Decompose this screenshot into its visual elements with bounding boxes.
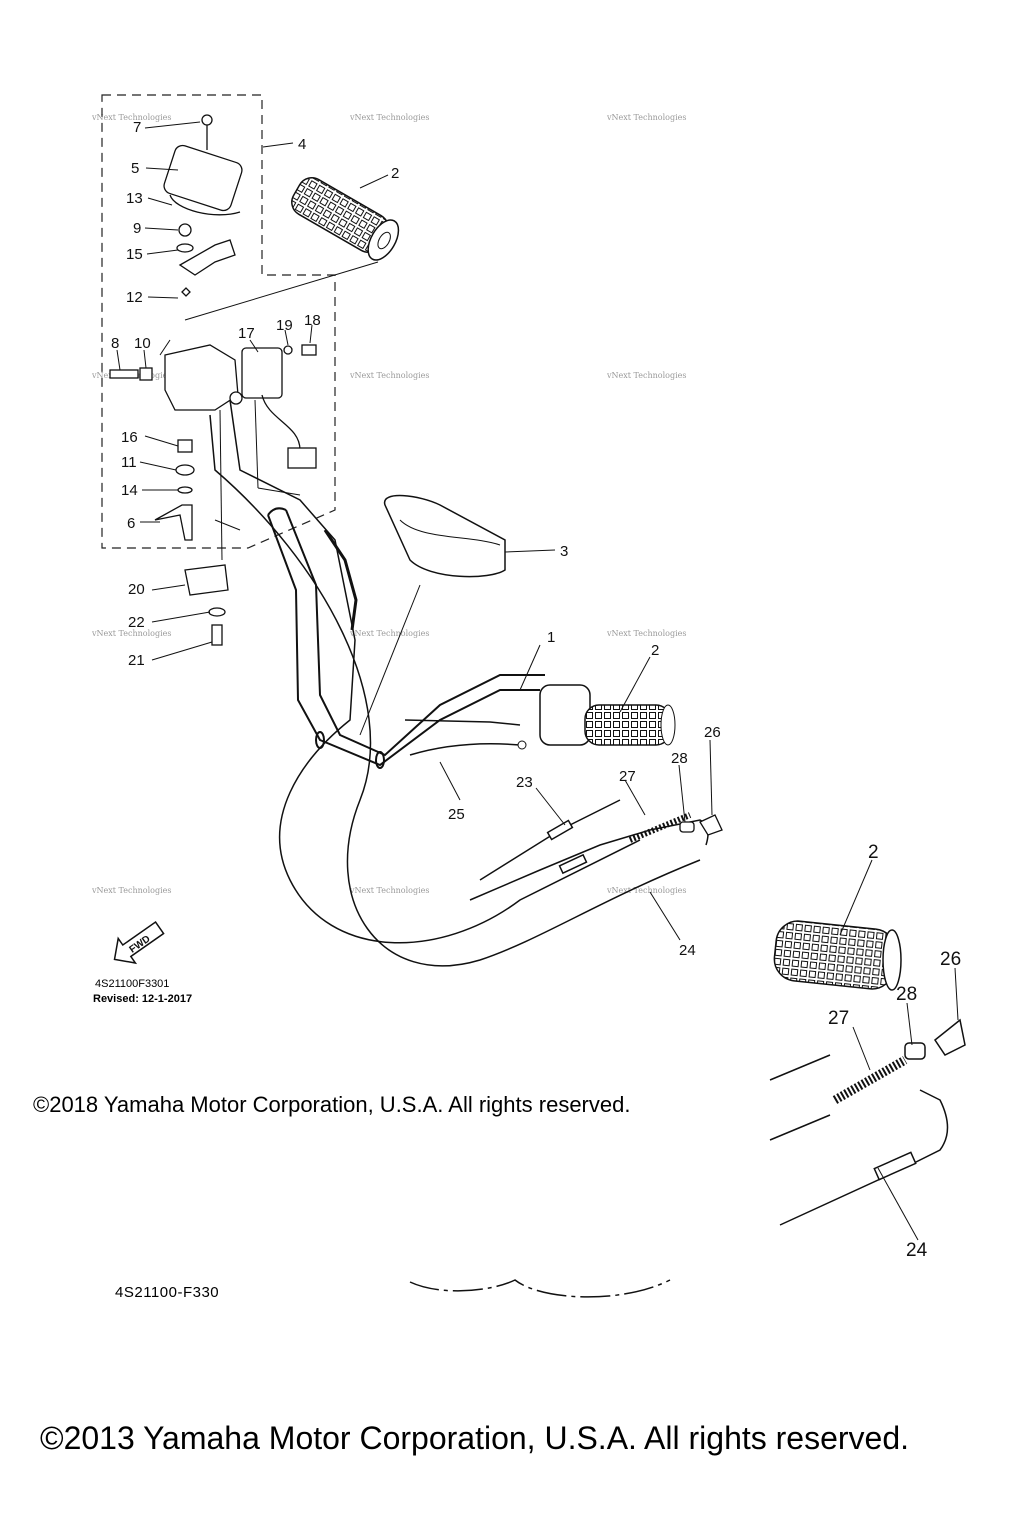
cable-end-25 (409, 743, 521, 756)
reference-code-2: 4S21100-F330 (115, 1284, 220, 1301)
callout-9: 9 (133, 220, 141, 237)
callout-17: 17 (238, 325, 255, 342)
watermark: vNext Technologies (349, 886, 429, 895)
watermark: vNext Technologies (606, 629, 686, 638)
brake-cable (404, 719, 521, 726)
adjuster-parts (628, 812, 723, 843)
callout-22: 22 (128, 614, 145, 631)
callout-7: 7 (133, 119, 141, 136)
detail-callout-26: 26 (940, 949, 961, 970)
watermark: vNext Technologies (349, 113, 429, 122)
watermark: vNext Technologies (91, 629, 171, 638)
detail-callouts: 2 26 28 27 24 (828, 842, 961, 1261)
copyright-2013: ©2013 Yamaha Motor Corporation, U.S.A. A… (40, 1420, 910, 1456)
detail-callout-24: 24 (906, 1240, 928, 1261)
switch-assembly (109, 114, 317, 646)
callout-25: 25 (448, 806, 465, 823)
detail-callout-2: 2 (868, 842, 879, 863)
callout-23: 23 (516, 774, 533, 791)
callout-16: 16 (121, 429, 138, 446)
watermark: vNext Technologies (606, 371, 686, 380)
callout-8: 8 (111, 335, 119, 352)
callout-18: 18 (304, 312, 321, 329)
detail-callout-28: 28 (896, 984, 917, 1005)
callout-2: 2 (651, 642, 659, 659)
leader-lines (116, 121, 959, 1241)
fwd-arrow-icon: FWD (113, 921, 165, 965)
detail-callout-27: 27 (828, 1008, 849, 1029)
callout-1: 1 (547, 629, 555, 646)
watermark: vNext Technologies (349, 629, 429, 638)
reference-code: 4S21100F3301 (95, 978, 170, 990)
callout-10: 10 (134, 335, 151, 352)
watermark: vNext Technologies (606, 113, 686, 122)
callout-20: 20 (128, 581, 145, 598)
throttle-cable (209, 399, 701, 967)
callout-3: 3 (560, 543, 568, 560)
handlebar-cover (384, 494, 506, 578)
watermark: vNext Technologies (606, 886, 686, 895)
grip-upper (291, 177, 400, 261)
callout-14: 14 (121, 482, 138, 499)
callout-26: 26 (704, 724, 721, 741)
grip-right (539, 684, 676, 746)
assembly-boundary (101, 94, 336, 549)
callouts: 4 7 5 13 9 15 12 8 10 17 19 18 16 11 14 … (111, 119, 721, 959)
clutch-cable (469, 799, 709, 901)
revision-date: Revised: 12-1-2017 (93, 993, 193, 1005)
callout-6: 6 (127, 515, 135, 532)
copyright-2018: ©2018 Yamaha Motor Corporation, U.S.A. A… (33, 1092, 631, 1117)
callout-5: 5 (131, 160, 139, 177)
watermark: vNext Technologies (349, 371, 429, 380)
callout-21: 21 (128, 652, 145, 669)
watermark: vNext Technologies (91, 113, 171, 122)
callout-19: 19 (276, 317, 293, 334)
callout-27: 27 (619, 768, 636, 785)
callout-24: 24 (679, 942, 696, 959)
callout-13: 13 (126, 190, 143, 207)
callout-28: 28 (671, 750, 688, 767)
break-line (409, 1279, 671, 1298)
detail-inset (769, 920, 966, 1226)
callout-12: 12 (126, 289, 143, 306)
watermark: vNext Technologies (91, 886, 171, 895)
callout-15: 15 (126, 246, 143, 263)
callout-11: 11 (121, 454, 137, 471)
callout-4: 4 (298, 136, 306, 153)
callout-2: 2 (391, 165, 399, 182)
